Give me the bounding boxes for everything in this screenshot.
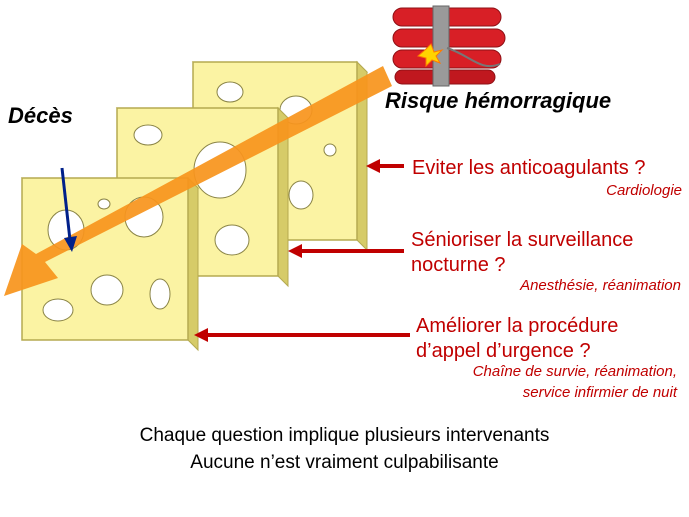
question-2-line2: nocturne ? [411,254,506,276]
question-3-line2: d’appel d’urgence ? [416,340,591,362]
footer-line-1: Chaque question implique plusieurs inter… [139,425,550,446]
risk-label: Risque hémorragique [385,88,612,113]
question-3-actor-1: Chaîne de survie, réanimation, [472,363,677,380]
pointer-arrow-cardiologie [366,159,404,173]
cheese-slice-front [20,176,200,352]
question-2-line1: Sénioriser la surveillance [411,229,634,251]
pointer-arrow-anesthesie [288,244,404,258]
question-1-actor-1: Cardiologie [606,182,682,199]
accident-trajectory-arrow [4,66,392,296]
question-1-line1: Eviter les anticoagulants ? [412,157,646,179]
death-pointer-arrow [60,167,77,252]
question-3-actor-2: service infirmier de nuit [522,384,677,401]
dynamite-icon [392,5,506,87]
question-3-line1: Améliorer la procédure [416,315,619,337]
death-label: Décès [8,103,73,128]
footer-line-2: Aucune n’est vraiment culpabilisante [190,452,499,473]
pointer-arrow-urgence [194,328,410,342]
question-2-actor-1: Anesthésie, réanimation [520,277,681,294]
